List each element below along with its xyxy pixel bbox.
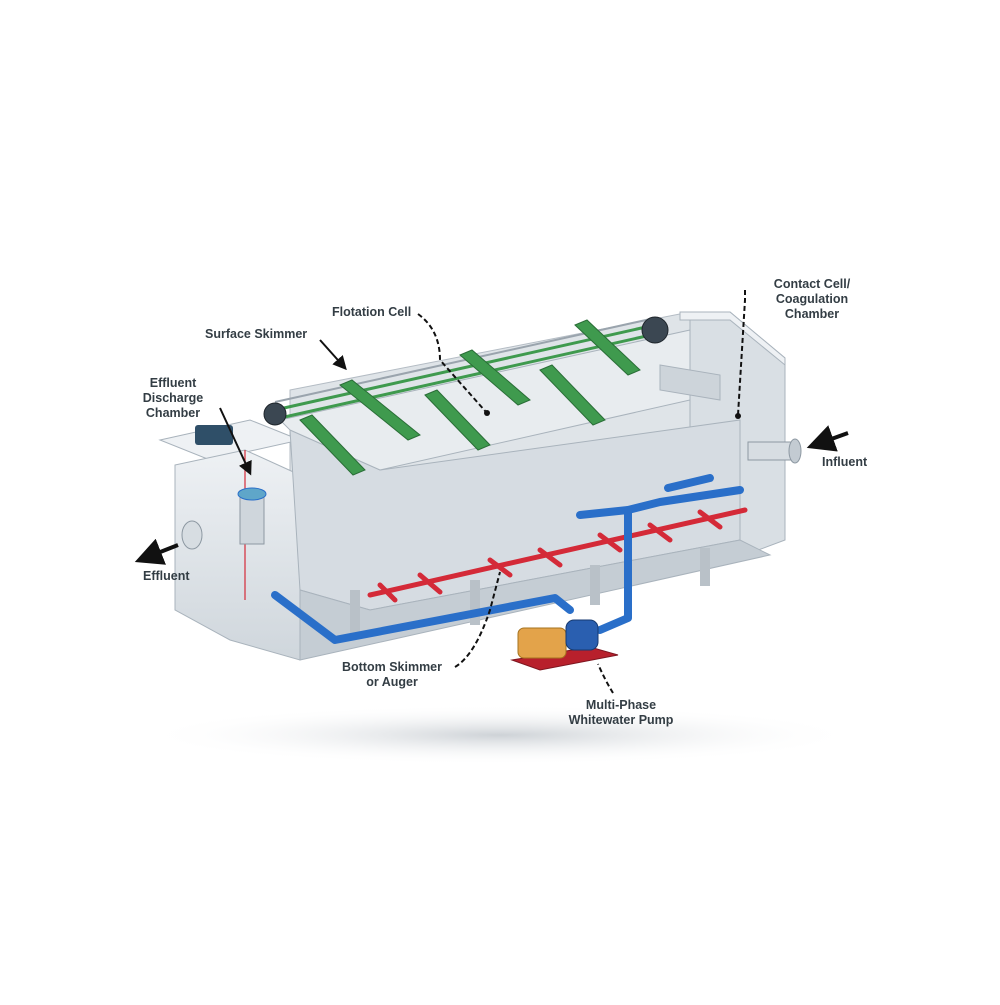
effluent-chamber bbox=[174, 449, 301, 661]
support-leg bbox=[590, 565, 600, 605]
effluent-nozzle bbox=[181, 520, 203, 550]
influent-nozzle bbox=[788, 438, 802, 464]
effluent-flow-arrow bbox=[134, 538, 179, 565]
callout-dot bbox=[484, 410, 490, 416]
label-whitewater-pump: Multi-Phase Whitewater Pump bbox=[568, 698, 674, 727]
skimmer-sprocket-right bbox=[641, 316, 669, 344]
pump-head bbox=[565, 619, 599, 651]
label-contact-cell: Contact Cell/ Coagulation Chamber bbox=[773, 277, 851, 321]
influent-pipe bbox=[747, 441, 794, 461]
label-flotation-cell: Flotation Cell bbox=[332, 305, 412, 319]
label-effluent-discharge-chamber: Effluent Discharge Chamber bbox=[142, 376, 204, 420]
support-leg bbox=[700, 548, 710, 586]
floor-shadow bbox=[140, 705, 860, 765]
skimmer-drive-motor bbox=[195, 425, 233, 445]
label-bottom-skimmer: Bottom Skimmer or Auger bbox=[341, 660, 443, 689]
surface-skimmer-flights bbox=[299, 319, 641, 476]
recycle-pipework bbox=[271, 474, 744, 644]
influent-flow-arrow bbox=[806, 425, 849, 452]
label-surface-skimmer: Surface Skimmer bbox=[205, 327, 308, 341]
contact-chamber-top bbox=[679, 311, 786, 367]
effluent-weir-top bbox=[237, 487, 267, 501]
label-influent: Influent bbox=[822, 455, 868, 469]
support-leg bbox=[470, 580, 480, 625]
skimmer-sprocket-left bbox=[263, 402, 287, 426]
tank-upper-wall bbox=[279, 329, 691, 471]
pump-motor bbox=[517, 627, 567, 659]
support-leg bbox=[350, 590, 360, 635]
callout-leaders bbox=[417, 290, 746, 694]
label-effluent: Effluent bbox=[143, 569, 190, 583]
callout-arrows bbox=[219, 339, 347, 476]
inlet-baffle bbox=[659, 364, 721, 401]
callout-dot bbox=[735, 413, 741, 419]
whitewater-headers bbox=[367, 507, 748, 603]
